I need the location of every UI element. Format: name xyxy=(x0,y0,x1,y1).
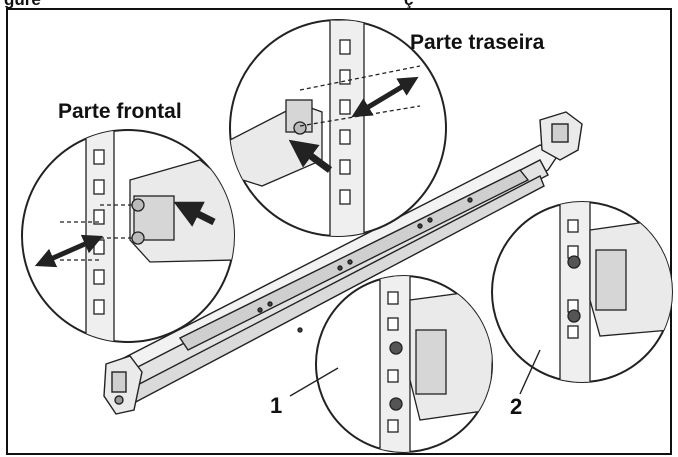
rear-label: Parte traseira xyxy=(410,31,545,54)
front-push-arrow xyxy=(173,201,216,227)
rail-assembly xyxy=(103,111,583,415)
front-double-arrow xyxy=(34,234,104,268)
callout-2-label: 2 xyxy=(510,394,523,419)
callout-1-label: 1 xyxy=(270,393,283,418)
figure-caption-cropped: gure ç xyxy=(4,0,413,10)
figure-frame xyxy=(6,8,672,455)
detail-circle-2 xyxy=(491,201,673,383)
callout-1-leader xyxy=(289,367,339,397)
front-detail-circle xyxy=(21,129,235,343)
front-label: Parte frontal xyxy=(58,100,182,123)
rear-double-arrow xyxy=(351,76,419,118)
caption-text-right: ç xyxy=(404,0,413,10)
callout-2-leader xyxy=(519,349,541,395)
rear-push-arrow xyxy=(288,139,333,173)
rear-detail-circle xyxy=(229,19,447,237)
detail-circle-1 xyxy=(315,275,493,453)
caption-text-left: gure xyxy=(4,0,41,9)
